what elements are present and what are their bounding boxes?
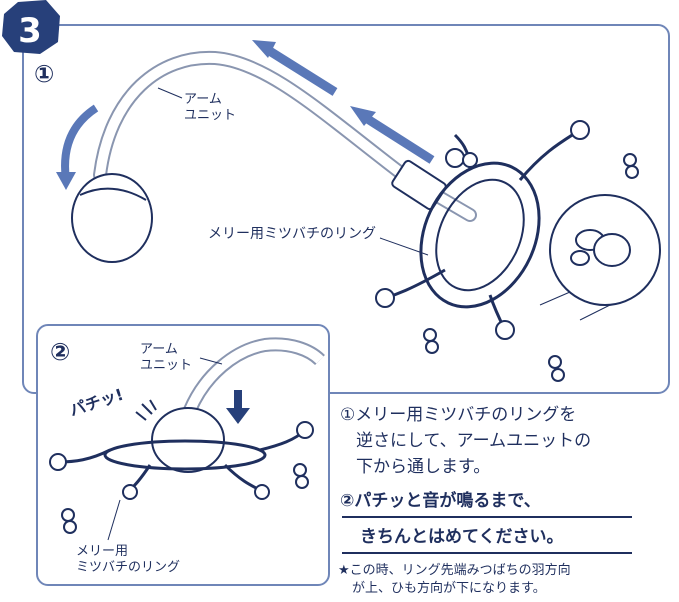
ring-label: メリー用ミツバチのリング [208,226,376,242]
arm-unit-label: アーム ユニット [184,92,237,123]
instruction-line-1: ①メリー用ミツバチのリングを [340,405,577,425]
down-arrow-icon [226,390,250,424]
sub-step-2-marker: ② [50,338,71,366]
note-line-2: が上、ひも方向が下になります。 [352,581,546,596]
instruction-line-3: 下から通します。 [356,457,491,477]
rotate-arrow-icon [61,104,99,181]
snap-burst-icon [135,399,157,421]
instruction-line-4: ②パチッと音が鳴るまで、 [340,491,541,511]
step-number: 3 [18,11,42,51]
underline-1 [342,516,632,518]
arm-unit-label-2: アーム ユニット [140,342,193,373]
sub-step-1-marker: ① [34,60,55,88]
step-number-badge: 3 [2,0,60,54]
underline-2 [342,552,632,554]
instruction-line-5: きちんとはめてください。 [360,527,564,547]
ring-label-2: メリー用 ミツバチのリング [76,544,181,575]
instruction-line-2: 逆さにして、アームユニットの [356,431,592,451]
upward-arrow-icon [252,40,338,96]
note-line-1: ★この時、リング先端みつばちの羽方向 [338,563,571,578]
arm-ball-drawing [71,173,153,263]
insert-arrow-icon [350,106,435,164]
bee-ring-drawing-2 [103,439,267,471]
bee-ring-drawing [419,161,541,309]
